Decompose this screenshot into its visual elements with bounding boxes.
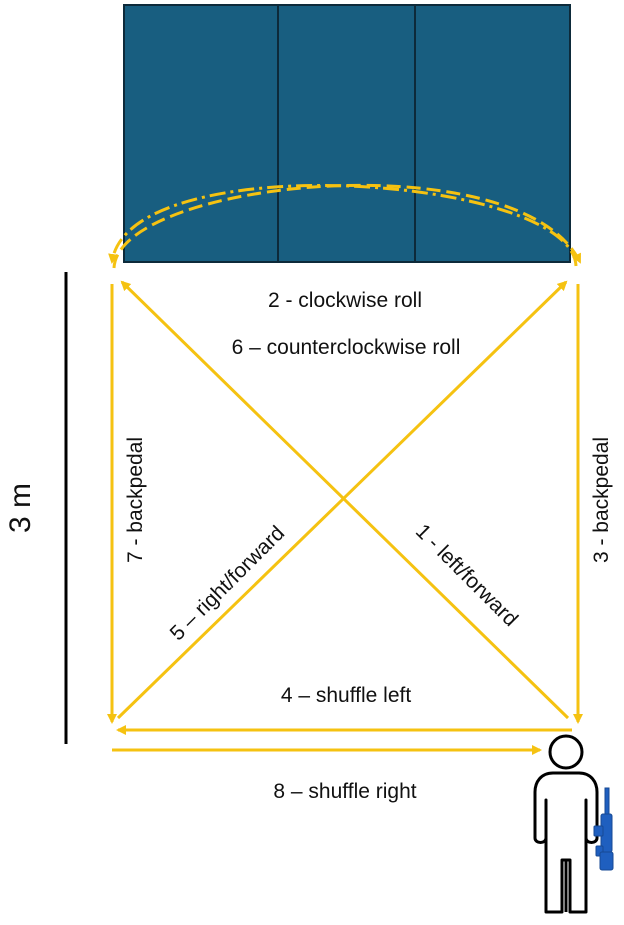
arrow-1-left-forward xyxy=(120,280,570,720)
counterclockwise-roll-arc xyxy=(108,183,578,267)
rifle-magazine xyxy=(593,825,604,837)
movement-labels: 1 - left/forward 2 - clockwise roll 3 - … xyxy=(124,289,613,803)
label-5-right-forward: 5 – right/forward xyxy=(166,522,290,646)
clockwise-roll-arc xyxy=(112,183,582,269)
person-figure-icon xyxy=(533,734,599,914)
roll-arcs xyxy=(108,183,582,269)
rifle-stock xyxy=(599,851,614,871)
mat-area xyxy=(123,4,571,263)
mat-panel-right xyxy=(414,4,571,263)
label-7-backpedal: 7 - backpedal xyxy=(124,437,147,563)
rifle-icon xyxy=(593,787,614,871)
mat-panel-center xyxy=(277,4,416,263)
mat-panel-left xyxy=(123,4,279,263)
scale-label: 3 m xyxy=(4,483,37,533)
rifle-barrel xyxy=(604,787,610,817)
label-1-left-forward: 1 - left/forward xyxy=(411,520,522,631)
label-6-counterclockwise-roll: 6 – counterclockwise roll xyxy=(232,336,461,359)
movement-arrows xyxy=(107,280,583,755)
arrow-5-right-forward xyxy=(116,280,568,720)
label-8-shuffle-right: 8 – shuffle right xyxy=(273,780,416,803)
label-2-clockwise-roll: 2 - clockwise roll xyxy=(268,289,422,312)
label-4-shuffle-left: 4 – shuffle left xyxy=(281,684,412,707)
label-3-backpedal: 3 - backpedal xyxy=(590,437,613,563)
person-head xyxy=(548,734,584,770)
person-body xyxy=(533,771,599,914)
scale-bar: 3 m xyxy=(4,272,68,744)
